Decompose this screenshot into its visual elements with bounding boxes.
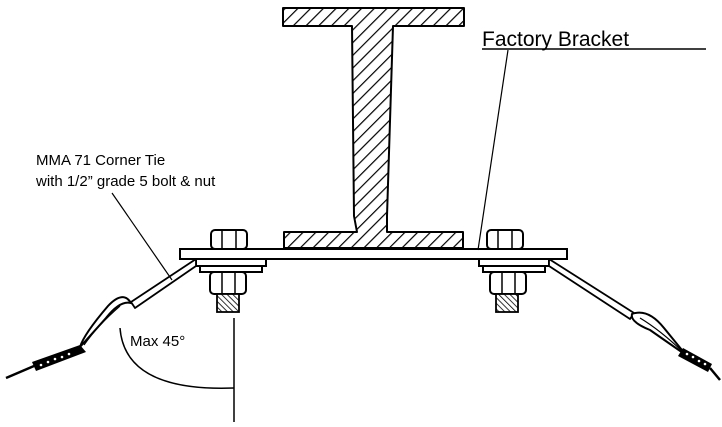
factory-bracket-label: Factory Bracket <box>482 28 629 51</box>
base-plate <box>179 248 568 260</box>
left-corner-tie <box>5 258 197 380</box>
i-beam <box>282 7 465 249</box>
corner-tie-label-line2: with 1/2” grade 5 bolt & nut <box>35 173 216 190</box>
right-cable <box>709 367 721 381</box>
right-bolt-thread <box>495 293 519 313</box>
left-bolt-assembly <box>195 229 267 313</box>
right-hex-nut <box>486 229 524 250</box>
factory-bracket-leader <box>477 49 509 251</box>
left-cable-sleeve <box>32 345 86 371</box>
right-bracket-plate <box>478 258 550 267</box>
left-bolt-thread <box>216 293 240 313</box>
max-angle-label: Max 45° <box>130 333 185 350</box>
left-bracket-plate <box>195 258 267 267</box>
right-bolt-assembly <box>478 229 550 313</box>
corner-tie-label-line1: MMA 71 Corner Tie <box>36 152 165 169</box>
left-hex-nut <box>210 229 248 250</box>
corner-tie-leader <box>111 192 173 281</box>
angle-arc <box>119 327 235 389</box>
right-bolt-head <box>489 271 527 295</box>
right-corner-tie <box>548 258 721 381</box>
right-cable-sleeve <box>678 348 712 372</box>
left-bolt-head <box>209 271 247 295</box>
left-cable <box>5 364 35 380</box>
